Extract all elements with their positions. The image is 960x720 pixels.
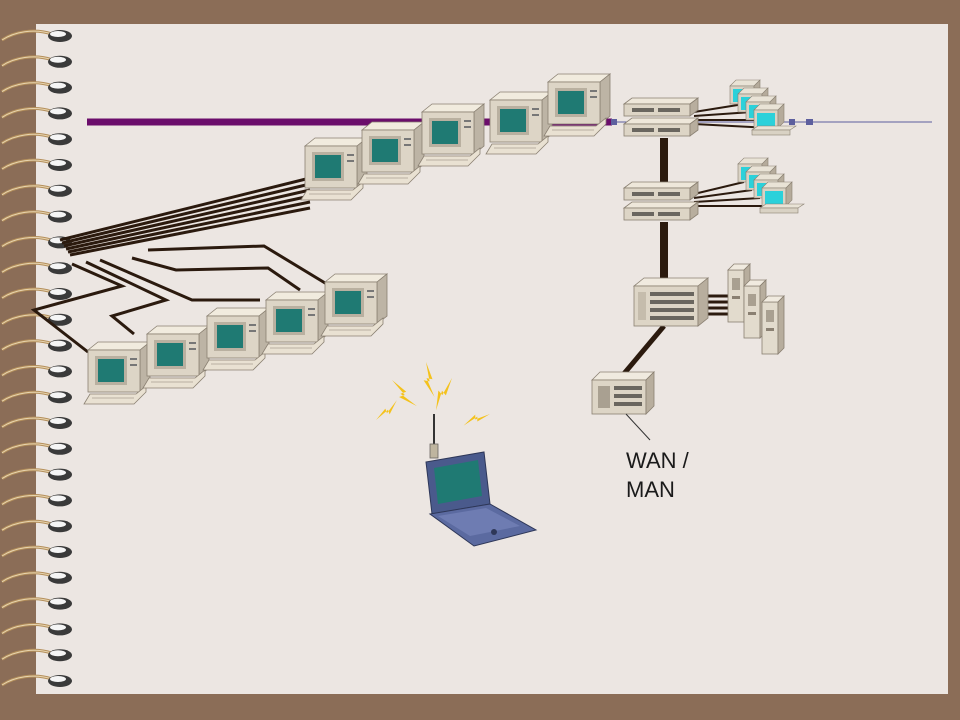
terminal-icon — [729, 79, 797, 136]
switch-icon — [623, 181, 699, 221]
laptop-icon — [425, 451, 538, 547]
cable-bundle — [30, 176, 331, 354]
desktop-computer-icon — [261, 291, 329, 355]
desktop-computer-icon — [142, 325, 210, 389]
wan-callout-line — [625, 413, 651, 441]
lightning-bolt-icon — [373, 362, 490, 430]
desktop-computer-icon — [320, 273, 388, 337]
terminal-icon — [737, 157, 805, 214]
wan-man-label: WAN / MAN — [626, 448, 689, 502]
desktop-computer-icon — [300, 137, 368, 201]
desktop-computer-icon — [357, 121, 425, 185]
server-tower-icon — [761, 295, 785, 355]
wan-router-icon — [591, 371, 655, 415]
desktop-computer-icon — [485, 91, 553, 155]
spiral-binding-icon — [0, 28, 74, 689]
router-icon — [632, 277, 710, 327]
desktop-computer-icon — [543, 73, 611, 137]
hub-icon — [623, 97, 699, 137]
antenna-icon — [429, 414, 439, 459]
desktop-computer-icon — [83, 341, 151, 405]
desktop-computer-icon — [202, 307, 270, 371]
desktop-computer-icon — [417, 103, 485, 167]
